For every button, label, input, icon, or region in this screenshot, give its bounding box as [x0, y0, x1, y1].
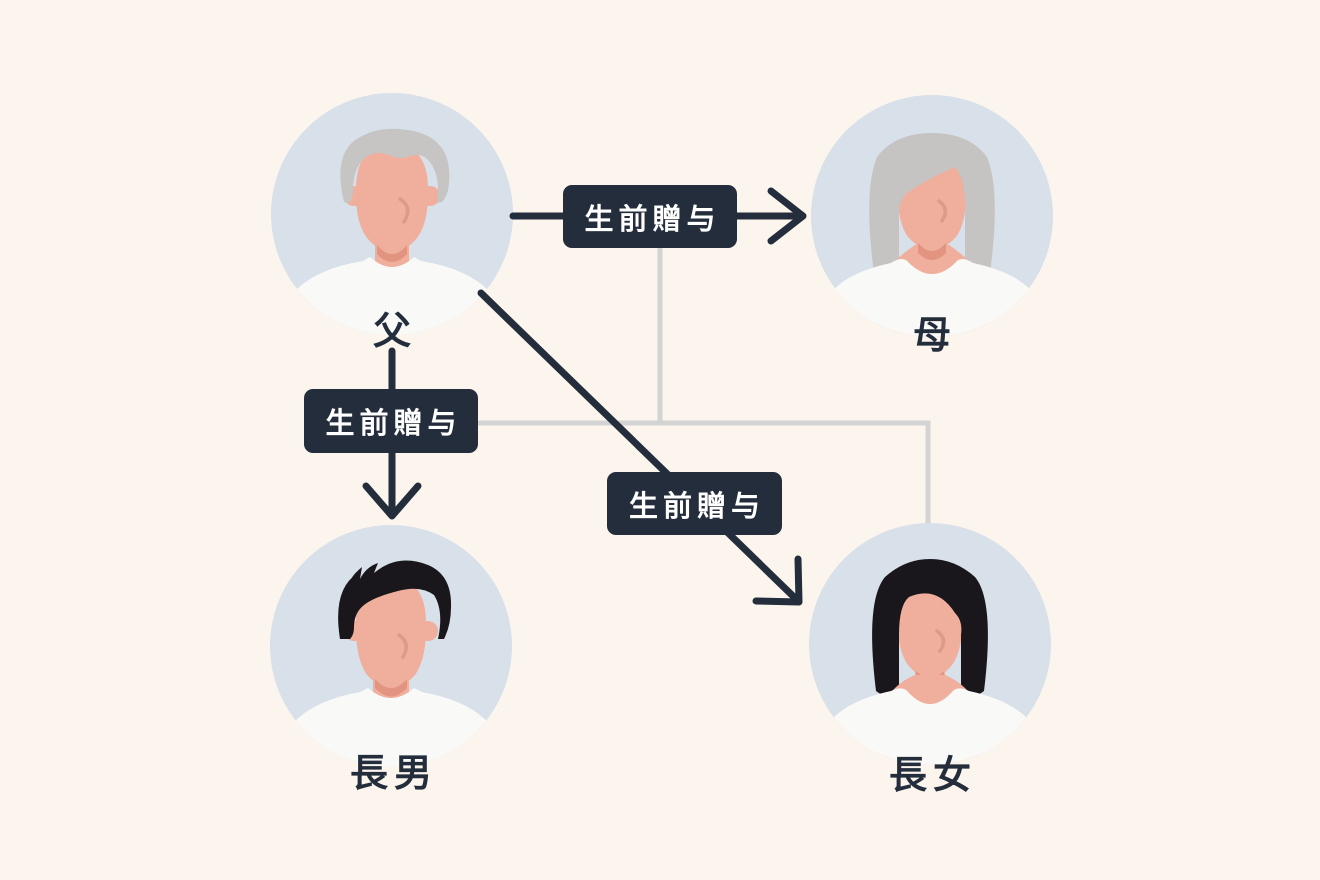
daughter-black-hair — [872, 559, 988, 696]
edge-label-gift-father-to-daughter: 生前贈与 — [607, 472, 782, 535]
son-black-hair — [338, 560, 452, 639]
father-gray-hair — [340, 128, 450, 203]
node-label-daughter: 長女 — [888, 755, 977, 797]
arrow-gift-father-to-daughter — [477, 289, 803, 606]
node-label-son: 長男 — [349, 753, 438, 795]
node-daughter — [809, 523, 1051, 765]
node-father — [271, 93, 513, 335]
father-shirt — [275, 257, 509, 335]
son-avatar — [270, 525, 512, 767]
node-label-father: 父 — [372, 311, 411, 353]
daughter-shirt — [811, 688, 1049, 765]
mother-gray-hair — [869, 133, 995, 277]
mother-avatar — [811, 95, 1053, 337]
mother-shirt — [813, 259, 1051, 337]
node-son — [270, 525, 512, 767]
father-avatar — [271, 93, 513, 335]
daughter-avatar — [809, 523, 1051, 765]
edge-label-gift-father-to-mother: 生前贈与 — [563, 185, 737, 248]
edge-label-gift-father-to-son: 生前贈与 — [304, 389, 478, 453]
node-label-mother: 母 — [912, 315, 951, 357]
node-mother — [811, 95, 1053, 337]
son-shirt — [274, 688, 508, 767]
